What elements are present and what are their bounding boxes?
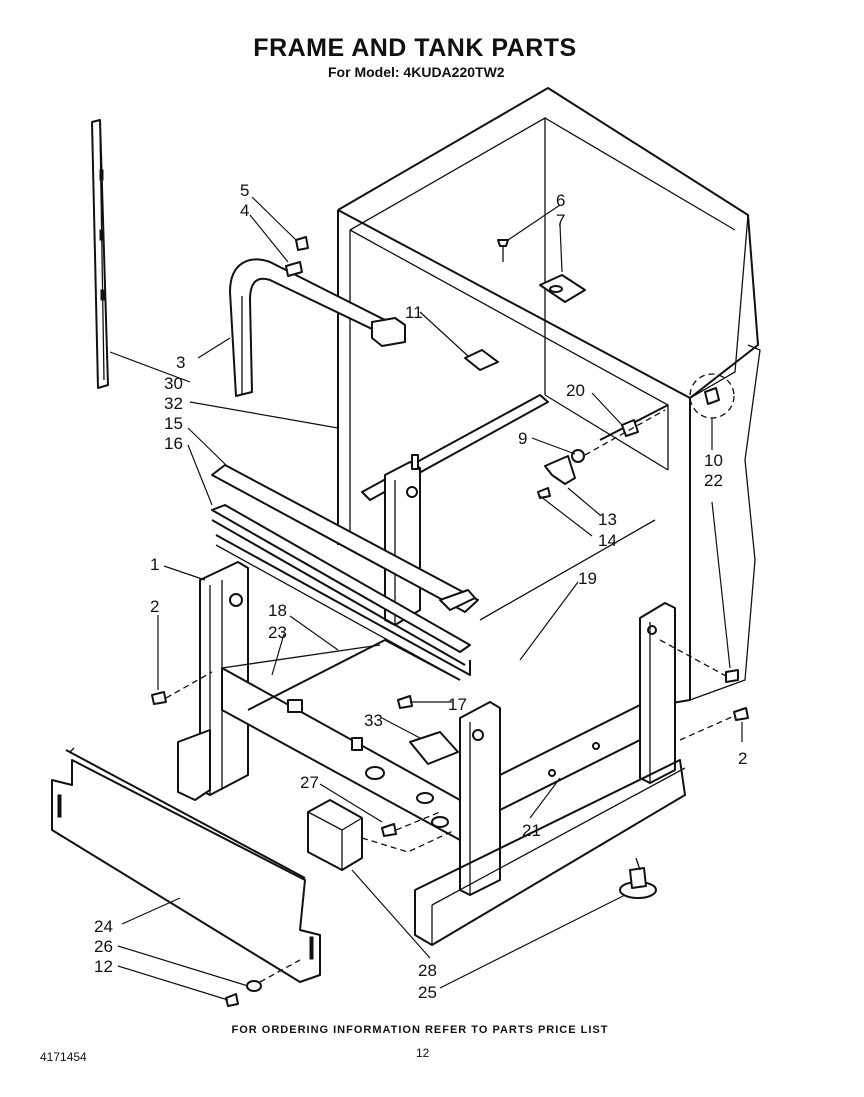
strip-30 (91, 119, 109, 389)
callout-13: 13 (598, 510, 617, 529)
leveling-leg-25 (619, 857, 657, 899)
box-28 (307, 799, 456, 871)
part-33 (409, 731, 459, 765)
screw-5 (295, 236, 309, 251)
base-pan (414, 759, 686, 946)
clip-7 (539, 274, 586, 303)
document-number: 4171454 (40, 1050, 87, 1064)
screw-22 (659, 639, 739, 683)
callout-6: 6 (556, 191, 565, 210)
front-right-upright (459, 701, 501, 896)
callout-2-right: 2 (738, 749, 747, 768)
callout-14: 14 (598, 531, 617, 550)
screw-6 (497, 239, 509, 262)
callout-19: 19 (578, 569, 597, 588)
callout-15: 15 (164, 414, 183, 433)
ordering-note: FOR ORDERING INFORMATION REFER TO PARTS … (231, 1024, 609, 1036)
screw-17 (397, 695, 413, 709)
callout-9: 9 (518, 429, 527, 448)
callout-27: 27 (300, 773, 319, 792)
callout-25: 25 (418, 983, 437, 1002)
leader-lines (109, 196, 743, 1001)
callout-17: 17 (448, 695, 467, 714)
callout-1: 1 (150, 555, 159, 574)
callout-2-left: 2 (150, 597, 159, 616)
callout-20: 20 (566, 381, 585, 400)
callout-5: 5 (240, 181, 249, 200)
right-cross-member (489, 704, 641, 816)
bracket-9-13 (537, 449, 585, 499)
page-number: 12 (416, 1046, 430, 1060)
screw-2-left (151, 671, 213, 705)
callout-30: 30 (164, 374, 183, 393)
callout-23: 23 (268, 623, 287, 642)
callout-numbers: 5 4 6 7 11 3 30 32 15 16 20 9 13 14 10 2… (94, 181, 747, 1002)
front-top-frame-15-16 (211, 464, 479, 681)
bracket-20 (584, 409, 666, 456)
callout-3: 3 (176, 353, 185, 372)
top-channel-3-4 (229, 258, 406, 397)
callout-24: 24 (94, 917, 113, 936)
screw-27 (381, 811, 441, 837)
callout-10: 10 (704, 451, 723, 470)
callout-26: 26 (94, 937, 113, 956)
callout-28: 28 (418, 961, 437, 980)
callout-32: 32 (164, 394, 183, 413)
callout-16: 16 (164, 434, 183, 453)
screw-12-washer-26 (225, 959, 301, 1007)
callout-21: 21 (522, 821, 541, 840)
model-line: For Model: 4KUDA220TW2 (328, 64, 505, 80)
callout-33: 33 (364, 711, 383, 730)
callout-18: 18 (268, 601, 287, 620)
rear-right-upright (639, 602, 676, 784)
callout-4: 4 (240, 201, 249, 220)
callout-12: 12 (94, 957, 113, 976)
page-title: FRAME AND TANK PARTS (253, 34, 577, 62)
toe-panel-24 (51, 747, 321, 983)
callout-7: 7 (556, 211, 565, 230)
screw-2-right (679, 707, 749, 741)
callout-11: 11 (405, 303, 423, 322)
callout-22: 22 (704, 471, 723, 490)
bracket-11 (464, 349, 499, 371)
